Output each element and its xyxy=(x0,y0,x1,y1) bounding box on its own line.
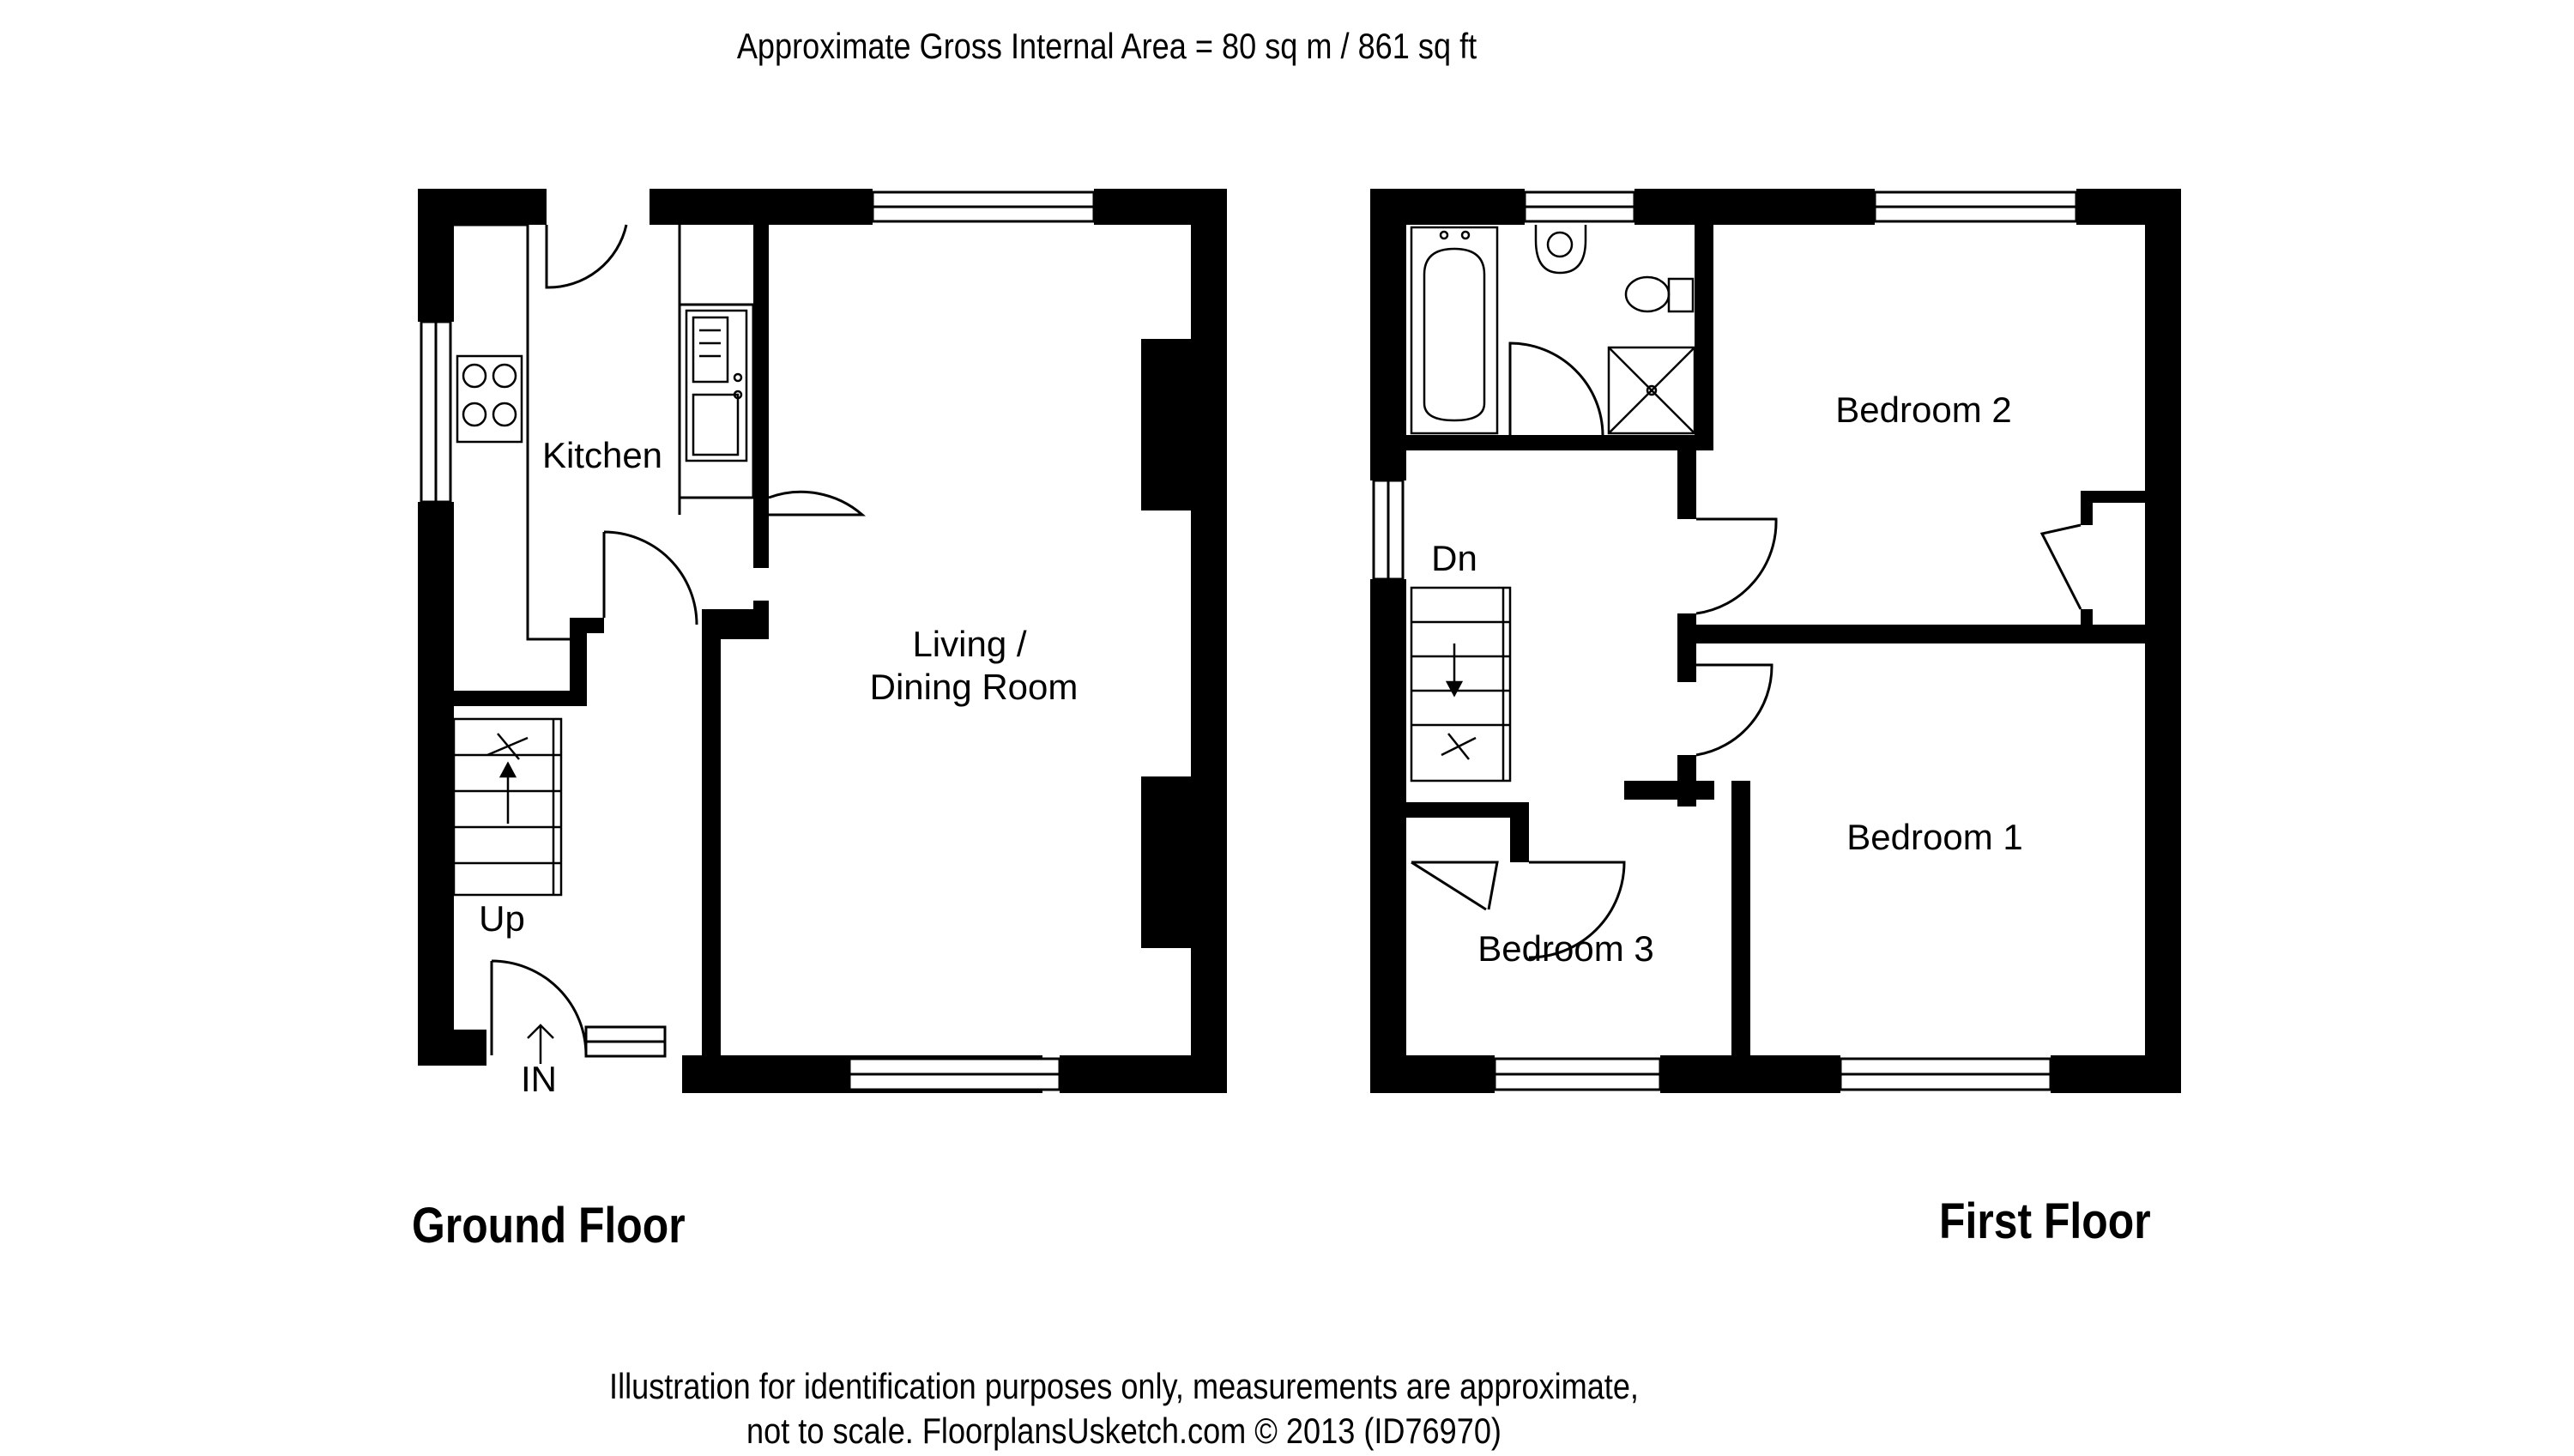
bedroom1-label: Bedroom 1 xyxy=(1846,817,2022,857)
bedroom1-door xyxy=(1695,663,1773,757)
bedroom2-door xyxy=(1695,517,1778,615)
sink-icon xyxy=(685,309,748,462)
first-floor-stairs xyxy=(1410,586,1512,782)
first-floor-doors xyxy=(1411,341,2082,959)
disclaimer: Illustration for identification purposes… xyxy=(157,1364,2090,1453)
ground-floor-doors xyxy=(490,224,867,1056)
bedroom3-cupboard-door xyxy=(1411,861,1499,911)
ground-floor-title: Ground Floor xyxy=(412,1198,686,1254)
area-heading: Approximate Gross Internal Area = 80 sq … xyxy=(736,26,1477,66)
entrance-label: IN xyxy=(521,1059,557,1099)
ground-floor-walls xyxy=(418,189,1227,1093)
stairs-up-label: Up xyxy=(479,898,525,939)
bedroom3-label: Bedroom 3 xyxy=(1477,928,1653,969)
disclaimer-line-2: not to scale. FloorplansUsketch.com © 20… xyxy=(746,1411,1502,1451)
first-floor-windows xyxy=(1372,190,2078,1091)
disclaimer-line-1: Illustration for identification purposes… xyxy=(609,1366,1639,1406)
kitchen-hall-door xyxy=(602,530,698,625)
bathroom-door xyxy=(1508,341,1604,436)
dining-room-label: Dining Room xyxy=(870,667,1079,707)
basin-icon xyxy=(1534,225,1587,275)
front-door xyxy=(490,959,588,1056)
first-floor-plan: Dn Bedroom 2 Bedroom 1 Bedroom 3 xyxy=(1370,189,2181,1093)
bedroom2-label: Bedroom 2 xyxy=(1835,390,2011,430)
stairs-down-label: Dn xyxy=(1431,538,1477,578)
kitchen-label: Kitchen xyxy=(542,435,662,475)
shower-icon xyxy=(1607,346,1696,435)
ground-floor-plan: Kitchen Living / Dining Room Up IN xyxy=(418,189,1227,1099)
bathroom-fixtures xyxy=(1410,225,1696,435)
kitchen-back-door xyxy=(545,224,628,289)
bedroom2-cupboard-door xyxy=(2039,523,2082,610)
kitchen-units xyxy=(454,223,755,641)
bedroom3-door xyxy=(1528,861,1626,959)
toilet-icon xyxy=(1624,275,1671,313)
first-floor-title: First Floor xyxy=(1939,1193,2151,1249)
living-room-door xyxy=(768,490,867,517)
living-room-label: Living / xyxy=(912,624,1026,664)
bath-icon xyxy=(1423,247,1486,422)
hob-icon xyxy=(456,354,523,444)
first-floor-walls xyxy=(1370,189,2181,1093)
ground-floor-stairs xyxy=(452,717,563,1064)
